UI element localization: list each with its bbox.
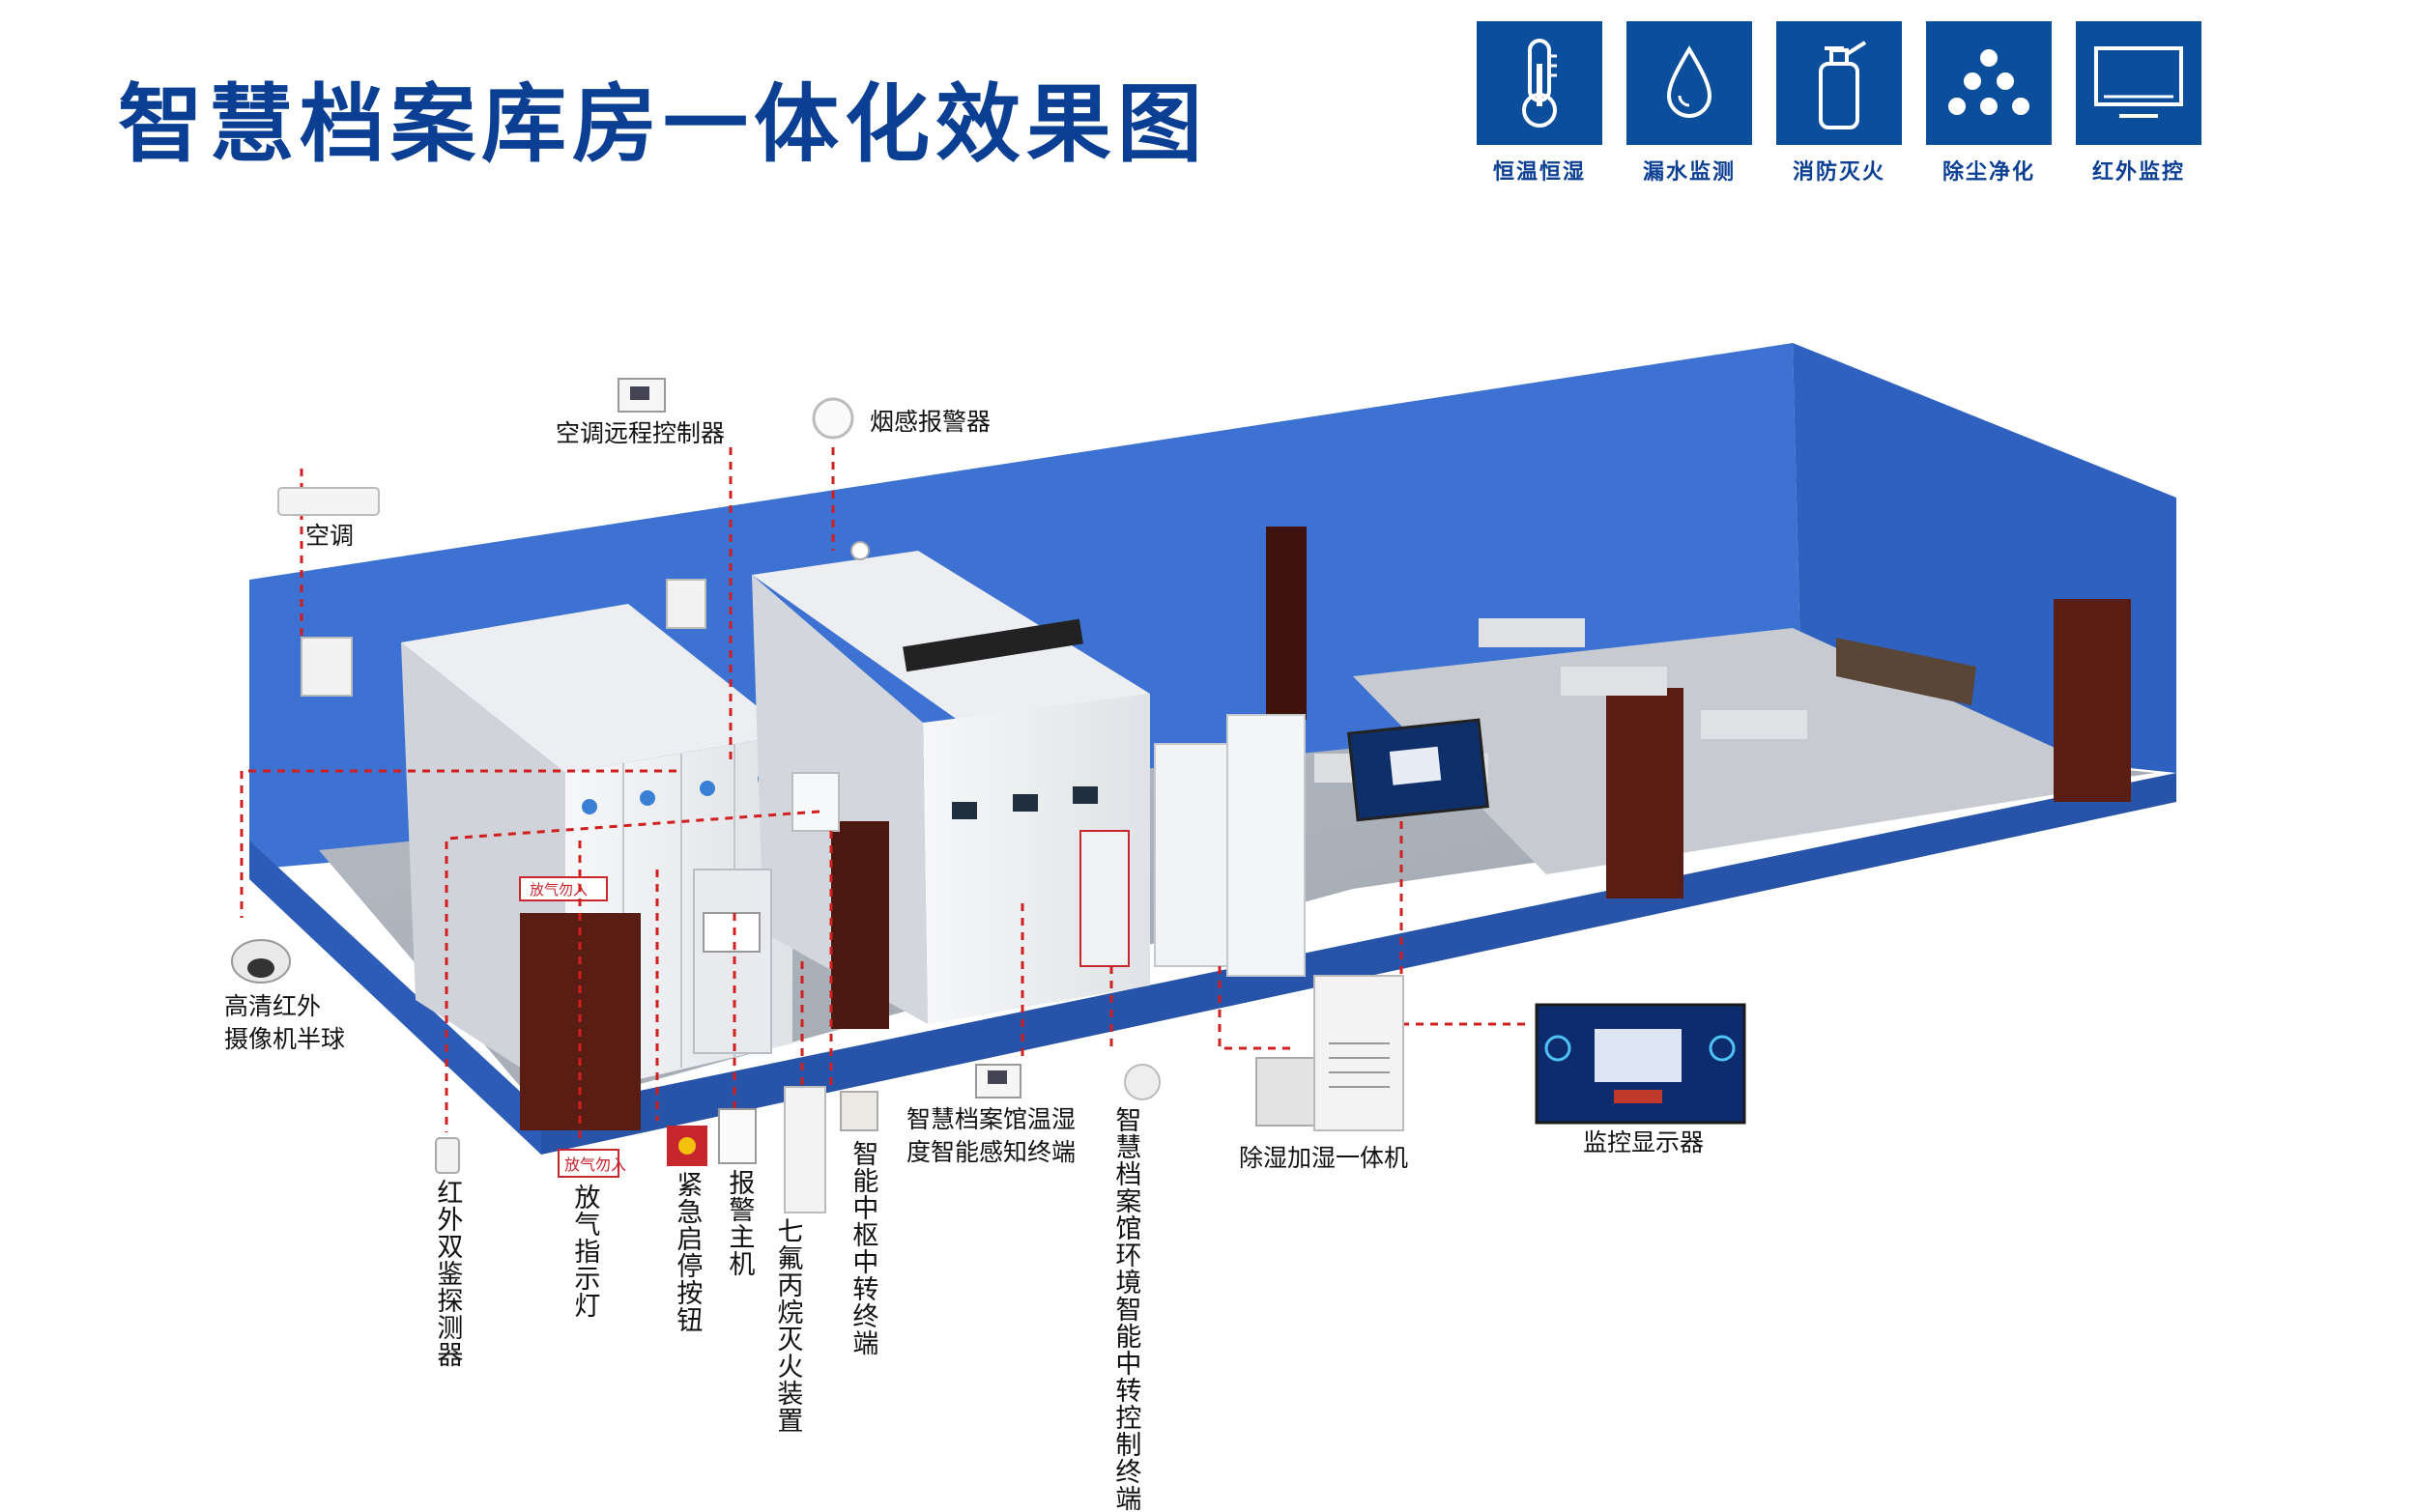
cabinet-block-left-top bbox=[401, 604, 792, 773]
label-monitor-display: 监控显示器 bbox=[1583, 1128, 1705, 1156]
door-back-wall bbox=[1266, 527, 1307, 720]
archive-room-scene: 放气勿入 放气勿入 bbox=[231, 343, 2176, 1213]
dehumidifier-device-small bbox=[1255, 1057, 1315, 1127]
feature-infrared-monitoring: 红外监控 bbox=[2076, 21, 2201, 185]
cabinet-control-bar bbox=[903, 618, 1083, 672]
feature-label: 消防灭火 bbox=[1792, 160, 1885, 185]
env-terminal-device bbox=[1124, 1064, 1161, 1100]
label-alarm-host: 报警主机 bbox=[724, 1169, 755, 1277]
feature-label: 红外监控 bbox=[2091, 160, 2185, 185]
room-floor-right bbox=[1353, 628, 2131, 874]
sofa bbox=[1836, 638, 1976, 705]
feature-dust-purification: 除尘净化 bbox=[1926, 21, 2052, 185]
ac-unit-wall bbox=[301, 637, 353, 697]
room-front-base bbox=[541, 773, 2176, 1155]
feature-label: 除尘净化 bbox=[1941, 160, 2035, 185]
feature-leak-monitoring: 漏水监测 bbox=[1626, 21, 1752, 185]
feature-label: 恒温恒湿 bbox=[1492, 160, 1586, 185]
door-front-middle bbox=[831, 821, 889, 1029]
dehumidifier-unit bbox=[1154, 743, 1233, 967]
fire-extinguisher-icon bbox=[1819, 41, 1867, 129]
feature-label: 漏水监测 bbox=[1642, 160, 1736, 185]
ac-device bbox=[277, 487, 380, 516]
dust-particles-icon bbox=[1948, 49, 2029, 115]
door-office bbox=[1606, 688, 1683, 899]
cabinet-red-panel bbox=[1079, 830, 1130, 967]
office-desk-3 bbox=[1701, 710, 1807, 739]
monitor-icon bbox=[2094, 46, 2183, 118]
gas-light-device bbox=[558, 1149, 619, 1178]
feature-constant-temperature: 恒温恒湿 bbox=[1477, 21, 1602, 185]
label-th-terminal: 智慧档案馆温湿 度智能感知终端 bbox=[906, 1105, 1077, 1166]
feature-fire-suppression: 消防灭火 bbox=[1776, 21, 1902, 185]
hub-unit bbox=[791, 772, 840, 832]
water-drop-icon bbox=[1666, 45, 1712, 118]
label-dehumidifier: 除湿加湿一体机 bbox=[1239, 1144, 1409, 1172]
gas-light-sign: 放气勿入 bbox=[564, 1155, 626, 1174]
label-gas-light: 放气指示灯 bbox=[569, 1184, 600, 1319]
label-emergency-button: 紧急启停按钮 bbox=[672, 1171, 703, 1333]
label-smoke-alarm: 烟感报警器 bbox=[870, 408, 992, 436]
office-desk-1 bbox=[1479, 618, 1585, 647]
label-ir-detector: 红外双鉴探测器 bbox=[432, 1179, 463, 1368]
ac-unit-wall-2 bbox=[666, 579, 706, 629]
dehumidifier-device-tall bbox=[1313, 975, 1404, 1131]
ir-detector-device bbox=[435, 1137, 460, 1174]
label-env-terminal: 智慧档案馆环境智能中转控制终端 bbox=[1110, 1106, 1141, 1512]
office-desk-2 bbox=[1561, 667, 1667, 696]
room-front-wall bbox=[249, 841, 541, 1155]
extinguisher-device bbox=[784, 1086, 826, 1213]
label-hub-terminal: 智能中枢中转终端 bbox=[848, 1140, 878, 1356]
smoke-detector-ceiling bbox=[850, 541, 870, 560]
thermometer-icon bbox=[1522, 39, 1557, 128]
label-ac-remote: 空调远程控制器 bbox=[556, 419, 726, 447]
label-camera: 高清红外 摄像机半球 bbox=[224, 992, 346, 1053]
alarm-host-device bbox=[718, 1108, 757, 1164]
extinguisher-cabinet bbox=[693, 869, 772, 1054]
smoke-detector-device bbox=[812, 397, 854, 440]
label-ac: 空调 bbox=[305, 522, 355, 550]
hub-terminal-device bbox=[840, 1091, 878, 1131]
door-right-wall bbox=[2054, 599, 2131, 802]
door-sign: 放气勿入 bbox=[530, 881, 588, 899]
alarm-host-box bbox=[703, 912, 761, 953]
label-extinguisher: 七氟丙烷灭火装置 bbox=[772, 1217, 803, 1434]
purifier-unit bbox=[1226, 714, 1306, 977]
page-title: 智慧档案库房一体化效果图 bbox=[118, 74, 1209, 174]
cabinet-block-right-top bbox=[752, 551, 1150, 723]
